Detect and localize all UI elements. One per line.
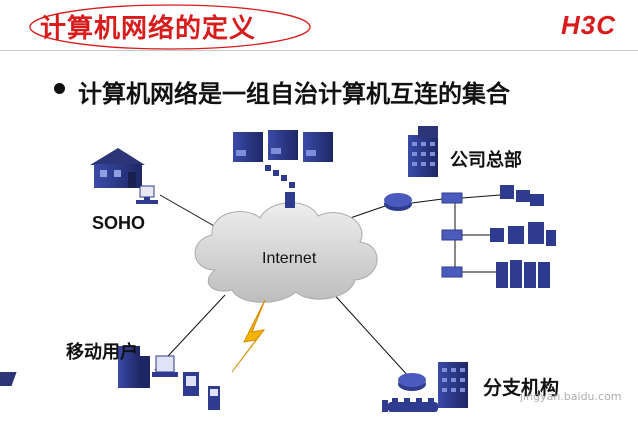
server-cluster-icon xyxy=(233,130,333,162)
branch-router-icon xyxy=(398,373,426,391)
header-divider xyxy=(0,50,638,51)
laptop-icon xyxy=(152,355,178,377)
bullet-icon xyxy=(54,83,65,94)
h3c-logo: H3C xyxy=(560,10,616,40)
line-switch1-devices xyxy=(461,194,501,199)
hq-router-icon xyxy=(384,193,412,211)
soho-house-icon xyxy=(90,148,145,188)
mobile-phone-icon xyxy=(208,386,220,410)
wireless-lightning-icon xyxy=(231,299,266,373)
hq-switch-icons xyxy=(441,192,463,278)
pda-icon xyxy=(183,372,199,396)
soho-computer-icon xyxy=(136,185,158,204)
branch-building-icon xyxy=(438,362,468,408)
page-title: 计算机网络的定义 xyxy=(40,14,257,44)
internet-label: Internet xyxy=(262,250,317,267)
soho-label: SOHO xyxy=(92,213,146,233)
branch-meeting-table-icon xyxy=(382,398,438,412)
headquarters-label: 公司总部 xyxy=(450,150,522,171)
www-icon xyxy=(265,165,295,208)
title-highlight-ellipse xyxy=(29,4,311,50)
watermark-text: jingyan.baidu.com xyxy=(520,390,622,403)
bullet-text: 计算机网络是一组自治计算机互连的集合 xyxy=(78,80,510,108)
headquarters-building-icon xyxy=(408,126,438,177)
mobile-users-label: 移动用户 xyxy=(66,342,138,363)
hq-devices-icon xyxy=(490,185,556,288)
internet-cloud-icon xyxy=(194,202,378,303)
branch-label: 分支机构 xyxy=(483,377,560,399)
line-branch-internet xyxy=(329,289,411,379)
mobile-building-icon xyxy=(0,346,150,388)
